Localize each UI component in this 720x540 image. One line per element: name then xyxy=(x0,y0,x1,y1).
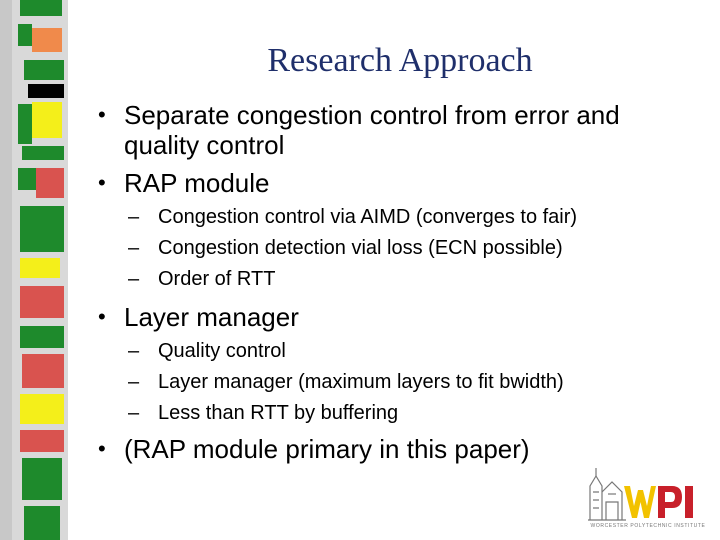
wpi-logo: WORCESTER POLYTECHNIC INSTITUTE xyxy=(586,462,710,534)
strip-block xyxy=(20,0,38,16)
strip-block xyxy=(20,394,64,424)
strip-block xyxy=(24,506,60,540)
wpi-logo-caption: WORCESTER POLYTECHNIC INSTITUTE xyxy=(590,523,706,529)
bullet-dot: • xyxy=(98,304,106,329)
bullet-item: • Layer manager xyxy=(98,302,684,332)
strip-block xyxy=(18,104,32,144)
sub-bullet-text: Order of RTT xyxy=(158,268,276,290)
bullet-item: • Separate congestion control from error… xyxy=(98,100,684,160)
strip-block xyxy=(32,28,62,52)
strip-block xyxy=(20,430,64,452)
strip-block xyxy=(22,146,64,160)
bullet-dot: • xyxy=(98,436,106,461)
strip-block xyxy=(20,258,60,278)
strip-grey-edge xyxy=(0,0,12,540)
sub-bullet-item: – Layer manager (maximum layers to fit b… xyxy=(128,369,678,395)
bullet-dot: • xyxy=(98,102,106,127)
strip-block xyxy=(36,168,64,198)
strip-block xyxy=(20,286,64,318)
bullet-dot: • xyxy=(98,170,106,195)
sub-bullet-item: – Less than RTT by buffering xyxy=(128,400,678,426)
strip-block xyxy=(18,168,38,190)
bullet-item: • RAP module xyxy=(98,168,684,198)
bullet-text: Layer manager xyxy=(124,302,299,332)
decorative-color-strip xyxy=(0,0,70,540)
sub-bullet-dash: – xyxy=(128,340,140,362)
bullet-text-line: Separate congestion control from error a… xyxy=(124,100,620,130)
strip-block xyxy=(28,84,64,98)
sub-bullet-dash: – xyxy=(128,371,140,393)
sub-bullet-dash: – xyxy=(128,402,140,424)
sub-bullet-dash: – xyxy=(128,268,140,290)
sub-bullet-text: Congestion detection vial loss (ECN poss… xyxy=(158,237,563,259)
strip-block xyxy=(22,458,62,500)
strip-block xyxy=(32,102,62,138)
sub-bullet-dash: – xyxy=(128,206,140,228)
sub-bullet-item: – Order of RTT xyxy=(128,266,678,292)
bullet-item: • (RAP module primary in this paper) xyxy=(98,434,604,464)
sub-bullet-dash: – xyxy=(128,237,140,259)
strip-block xyxy=(36,0,62,16)
strip-block xyxy=(20,326,64,348)
strip-block xyxy=(24,60,64,80)
sub-bullet-item: – Congestion control via AIMD (converges… xyxy=(128,204,678,230)
sub-bullet-item: – Congestion detection vial loss (ECN po… xyxy=(128,235,678,261)
bullet-text-line: quality control xyxy=(124,130,285,160)
bullet-text: RAP module xyxy=(124,168,270,198)
strip-block xyxy=(20,206,64,252)
sub-bullet-text: Layer manager (maximum layers to fit bwi… xyxy=(158,371,564,393)
strip-block xyxy=(18,24,32,46)
wpi-logo-graphic xyxy=(588,468,693,521)
sub-bullet-text: Less than RTT by buffering xyxy=(158,402,399,424)
bullet-text: (RAP module primary in this paper) xyxy=(124,434,530,464)
slide-title: Research Approach xyxy=(267,42,533,79)
strip-block xyxy=(22,354,64,388)
sub-bullet-text: Quality control xyxy=(158,340,286,362)
sub-bullet-text: Congestion control via AIMD (converges t… xyxy=(158,206,578,228)
sub-bullet-item: – Quality control xyxy=(128,338,678,364)
